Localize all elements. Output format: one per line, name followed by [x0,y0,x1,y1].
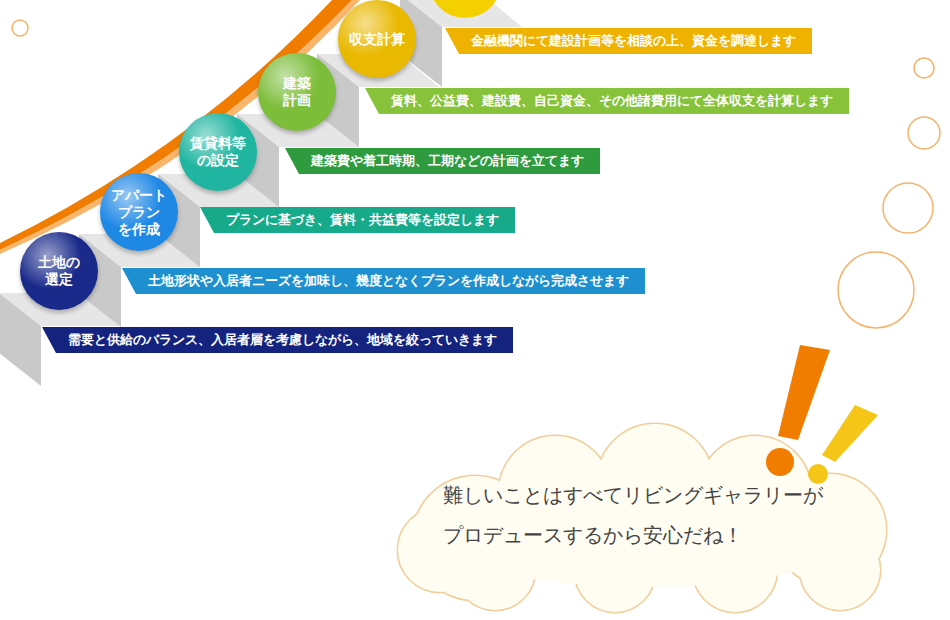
band-text: 土地形状や入居者ニーズを加味し、幾度となくプランを作成しながら完成させます [148,272,629,290]
bubble [914,58,934,78]
step-label: 賃貸料等 の設定 [187,135,249,169]
step-label: 建築 計画 [280,75,314,109]
speech-cloud: 難しいことはすべてリビングギャラリーが プロデュースするから安心だね！ [385,420,905,610]
cloud-text: 難しいことはすべてリビングギャラリーが プロデュースするから安心だね！ [443,475,893,555]
band-text: 建築費や着工時期、工期などの計画を立てます [311,152,584,170]
step-circle: 賃貸料等 の設定 [179,113,257,191]
bubble [838,252,914,328]
description-band: 建築費や着工時期、工期などの計画を立てます [285,148,600,174]
bubble [908,117,940,149]
step-front [0,293,41,386]
band-text: 賃料、公益費、建設費、自己資金、その他諸費用にて全体収支を計算します [391,92,833,110]
description-band: 土地形状や入居者ニーズを加味し、幾度となくプランを作成しながら完成させます [122,268,645,294]
band-text: 需要と供給のバランス、入居者層を考慮しながら、地域を絞っていきます [68,331,497,349]
description-band: 需要と供給のバランス、入居者層を考慮しながら、地域を絞っていきます [42,327,513,353]
step-label: アパート プラン を作成 [108,187,170,238]
description-band: プランに基づき、賃料・共益費等を設定します [200,207,515,233]
step-circle: 収支計算 [338,0,416,78]
exclamation-marks [766,345,878,484]
cloud-outline [385,420,905,610]
step-circle: アパート プラン を作成 [100,173,178,251]
description-band: 金融機関にて建設計画等を相談の上、資金を調達します [445,28,812,54]
bubble [883,183,933,233]
top-sphere [429,0,501,18]
description-band: 賃料、公益費、建設費、自己資金、その他諸費用にて全体収支を計算します [365,88,849,114]
step-label: 土地の 選定 [36,254,82,288]
step-label: 収支計算 [346,31,408,48]
band-text: 金融機関にて建設計画等を相談の上、資金を調達します [471,32,796,50]
step-circle: 建築 計画 [258,53,336,131]
step-circle: 土地の 選定 [20,232,98,310]
band-text: プランに基づき、賃料・共益費等を設定します [226,211,499,229]
stair-steps [0,0,522,386]
bubble [12,20,28,36]
